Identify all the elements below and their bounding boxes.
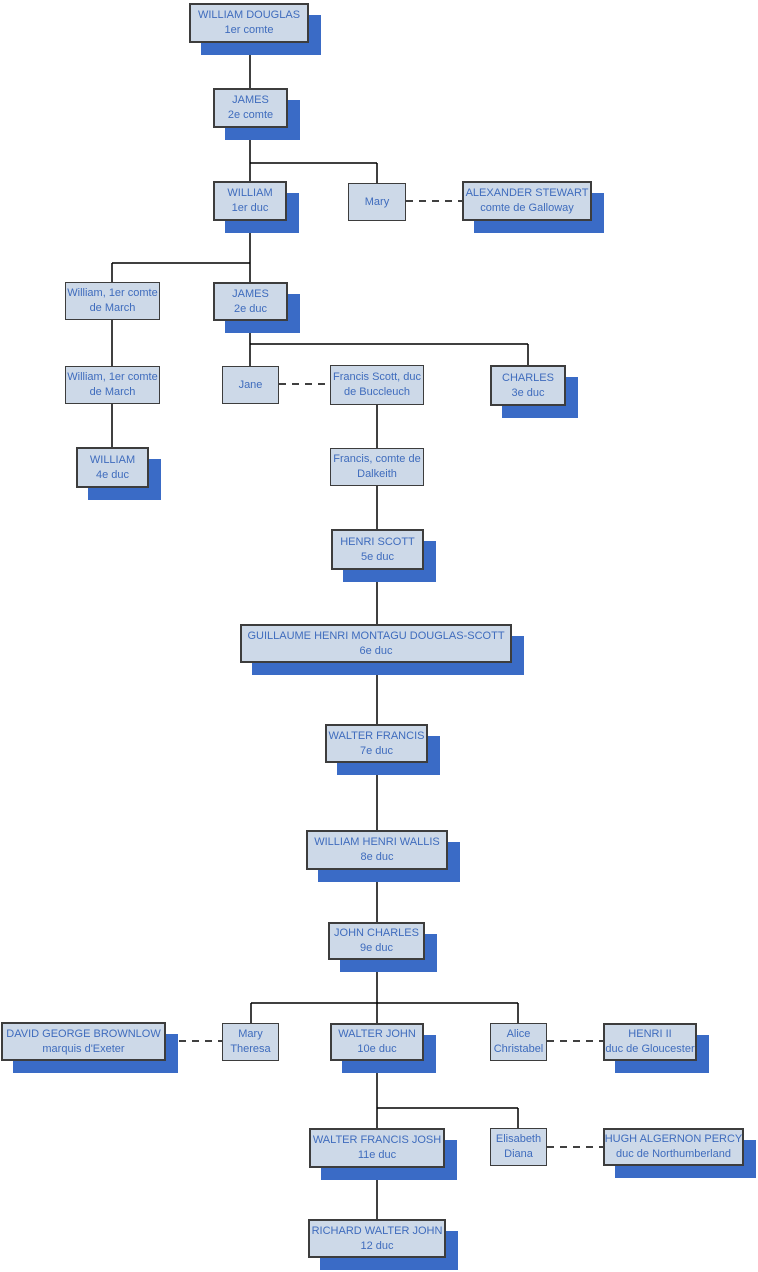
node-title: WILLIAM [227, 187, 273, 199]
node-subtitle: 5e duc [360, 550, 395, 563]
node-alexander-stewart-comte-de-galloway: ALEXANDER STEWART comte de Galloway [462, 181, 592, 221]
node-walter-francis-7e-duc: WALTER FRANCIS 7e duc [325, 724, 428, 763]
node-guillaume-henri-montagu-douglas-scott-6e-duc: GUILLAUME HENRI MONTAGU DOUGLAS-SCOTT 6e … [240, 624, 512, 663]
node-title: DAVID GEORGE BROWNLOW [6, 1027, 161, 1040]
node-subtitle: Dalkeith [357, 468, 397, 480]
node-title: JOHN CHARLES [334, 927, 419, 939]
node-subtitle: Diana [504, 1148, 533, 1160]
node-title: GUILLAUME HENRI MONTAGU DOUGLAS-SCOTT [247, 629, 505, 642]
node-subtitle: 7e duc [359, 744, 394, 757]
node-subtitle: 2e duc [233, 302, 268, 315]
node-title: WALTER JOHN [338, 1028, 416, 1040]
node-title: CHARLES [502, 371, 554, 384]
node-francis-scott-duc-de-buccleuch: Francis Scott, duc de Buccleuch [330, 365, 424, 405]
node-title: Elisabeth [495, 1133, 542, 1145]
node-title: Mary [364, 195, 390, 208]
node-hugh-algernon-percy-duc-de-northumberland: HUGH ALGERNON PERCY duc de Northumberland [603, 1128, 744, 1166]
node-william-douglas-1er-comte: WILLIAM DOUGLAS 1er comte [189, 3, 309, 43]
node-subtitle: de March [89, 302, 136, 314]
node-subtitle: 6e duc [359, 644, 393, 657]
node-walter-francis-josh-11e-duc: WALTER FRANCIS JOSH 11e duc [309, 1128, 445, 1168]
node-subtitle: 9e duc [359, 942, 394, 954]
node-subtitle: 10e duc [357, 1043, 397, 1055]
node-william-henri-wallis-8e-duc: WILLIAM HENRI WALLIS 8e duc [306, 830, 448, 870]
node-title: Francis Scott, duc [332, 371, 422, 383]
node-david-george-brownlow-marquis-d-exeter: DAVID GEORGE BROWNLOW marquis d'Exeter [1, 1022, 166, 1061]
node-subtitle: marquis d'Exeter [42, 1042, 125, 1055]
node-title: WALTER FRANCIS JOSH [312, 1134, 442, 1146]
node-subtitle: 3e duc [511, 386, 545, 399]
node-title: JAMES [232, 287, 269, 300]
node-subtitle: 4e duc [95, 468, 130, 481]
node-walter-john-10e-duc: WALTER JOHN 10e duc [330, 1023, 424, 1061]
node-john-charles-9e-duc: JOHN CHARLES 9e duc [328, 922, 425, 960]
node-title: WILLIAM [89, 453, 136, 466]
node-subtitle: comte de Galloway [480, 202, 574, 214]
node-title: William, 1er comte [67, 371, 158, 383]
node-title: HENRI SCOTT [340, 535, 415, 548]
node-subtitle: Christabel [493, 1043, 544, 1055]
node-james-2e-comte: JAMES 2e comte [213, 88, 288, 128]
node-subtitle: Theresa [230, 1043, 271, 1055]
node-title: HENRI II [628, 1028, 672, 1040]
node-title: William, 1er comte [67, 287, 158, 299]
node-title: Alice [506, 1028, 531, 1040]
node-mary: Mary [348, 183, 406, 221]
node-henri-ii-duc-de-gloucester: HENRI II duc de Gloucester [603, 1023, 697, 1061]
node-title: WALTER FRANCIS [328, 729, 425, 742]
node-subtitle: duc de Northumberland [616, 1148, 731, 1160]
node-title: Francis, comte de [333, 453, 421, 465]
node-henri-scott-5e-duc: HENRI SCOTT 5e duc [331, 529, 424, 570]
node-title: ALEXANDER STEWART [465, 187, 589, 199]
node-richard-walter-john-12e-duc: RICHARD WALTER JOHN 12 duc [308, 1219, 446, 1258]
node-title: WILLIAM DOUGLAS [197, 9, 301, 21]
node-title: RICHARD WALTER JOHN [311, 1224, 443, 1237]
node-william-1er-comte-de-march: William, 1er comte de March [65, 282, 160, 320]
node-title: Jane [238, 378, 263, 391]
node-william-1er-comte-de-march-2: William, 1er comte de March [65, 366, 160, 404]
node-subtitle: de Buccleuch [343, 386, 411, 398]
node-jane: Jane [222, 366, 279, 404]
node-william-4e-duc: WILLIAM 4e duc [76, 447, 149, 488]
node-francis-comte-de-dalkeith: Francis, comte de Dalkeith [330, 448, 424, 486]
node-subtitle: 1er comte [224, 24, 274, 36]
node-title: HUGH ALGERNON PERCY [604, 1133, 743, 1145]
node-subtitle: 2e comte [227, 109, 274, 121]
node-subtitle: 11e duc [357, 1149, 397, 1161]
node-james-2e-duc: JAMES 2e duc [213, 282, 288, 321]
node-title: Mary [238, 1028, 263, 1040]
node-subtitle: duc de Gloucester [605, 1043, 695, 1055]
node-subtitle: de March [89, 386, 136, 398]
node-subtitle: 12 duc [360, 1239, 394, 1252]
node-charles-3e-duc: CHARLES 3e duc [490, 365, 566, 406]
node-subtitle: 1er duc [231, 202, 269, 214]
node-subtitle: 8e duc [360, 851, 394, 863]
node-william-1er-duc: WILLIAM 1er duc [213, 181, 287, 221]
node-title: JAMES [232, 94, 269, 106]
node-title: WILLIAM HENRI WALLIS [314, 836, 440, 848]
